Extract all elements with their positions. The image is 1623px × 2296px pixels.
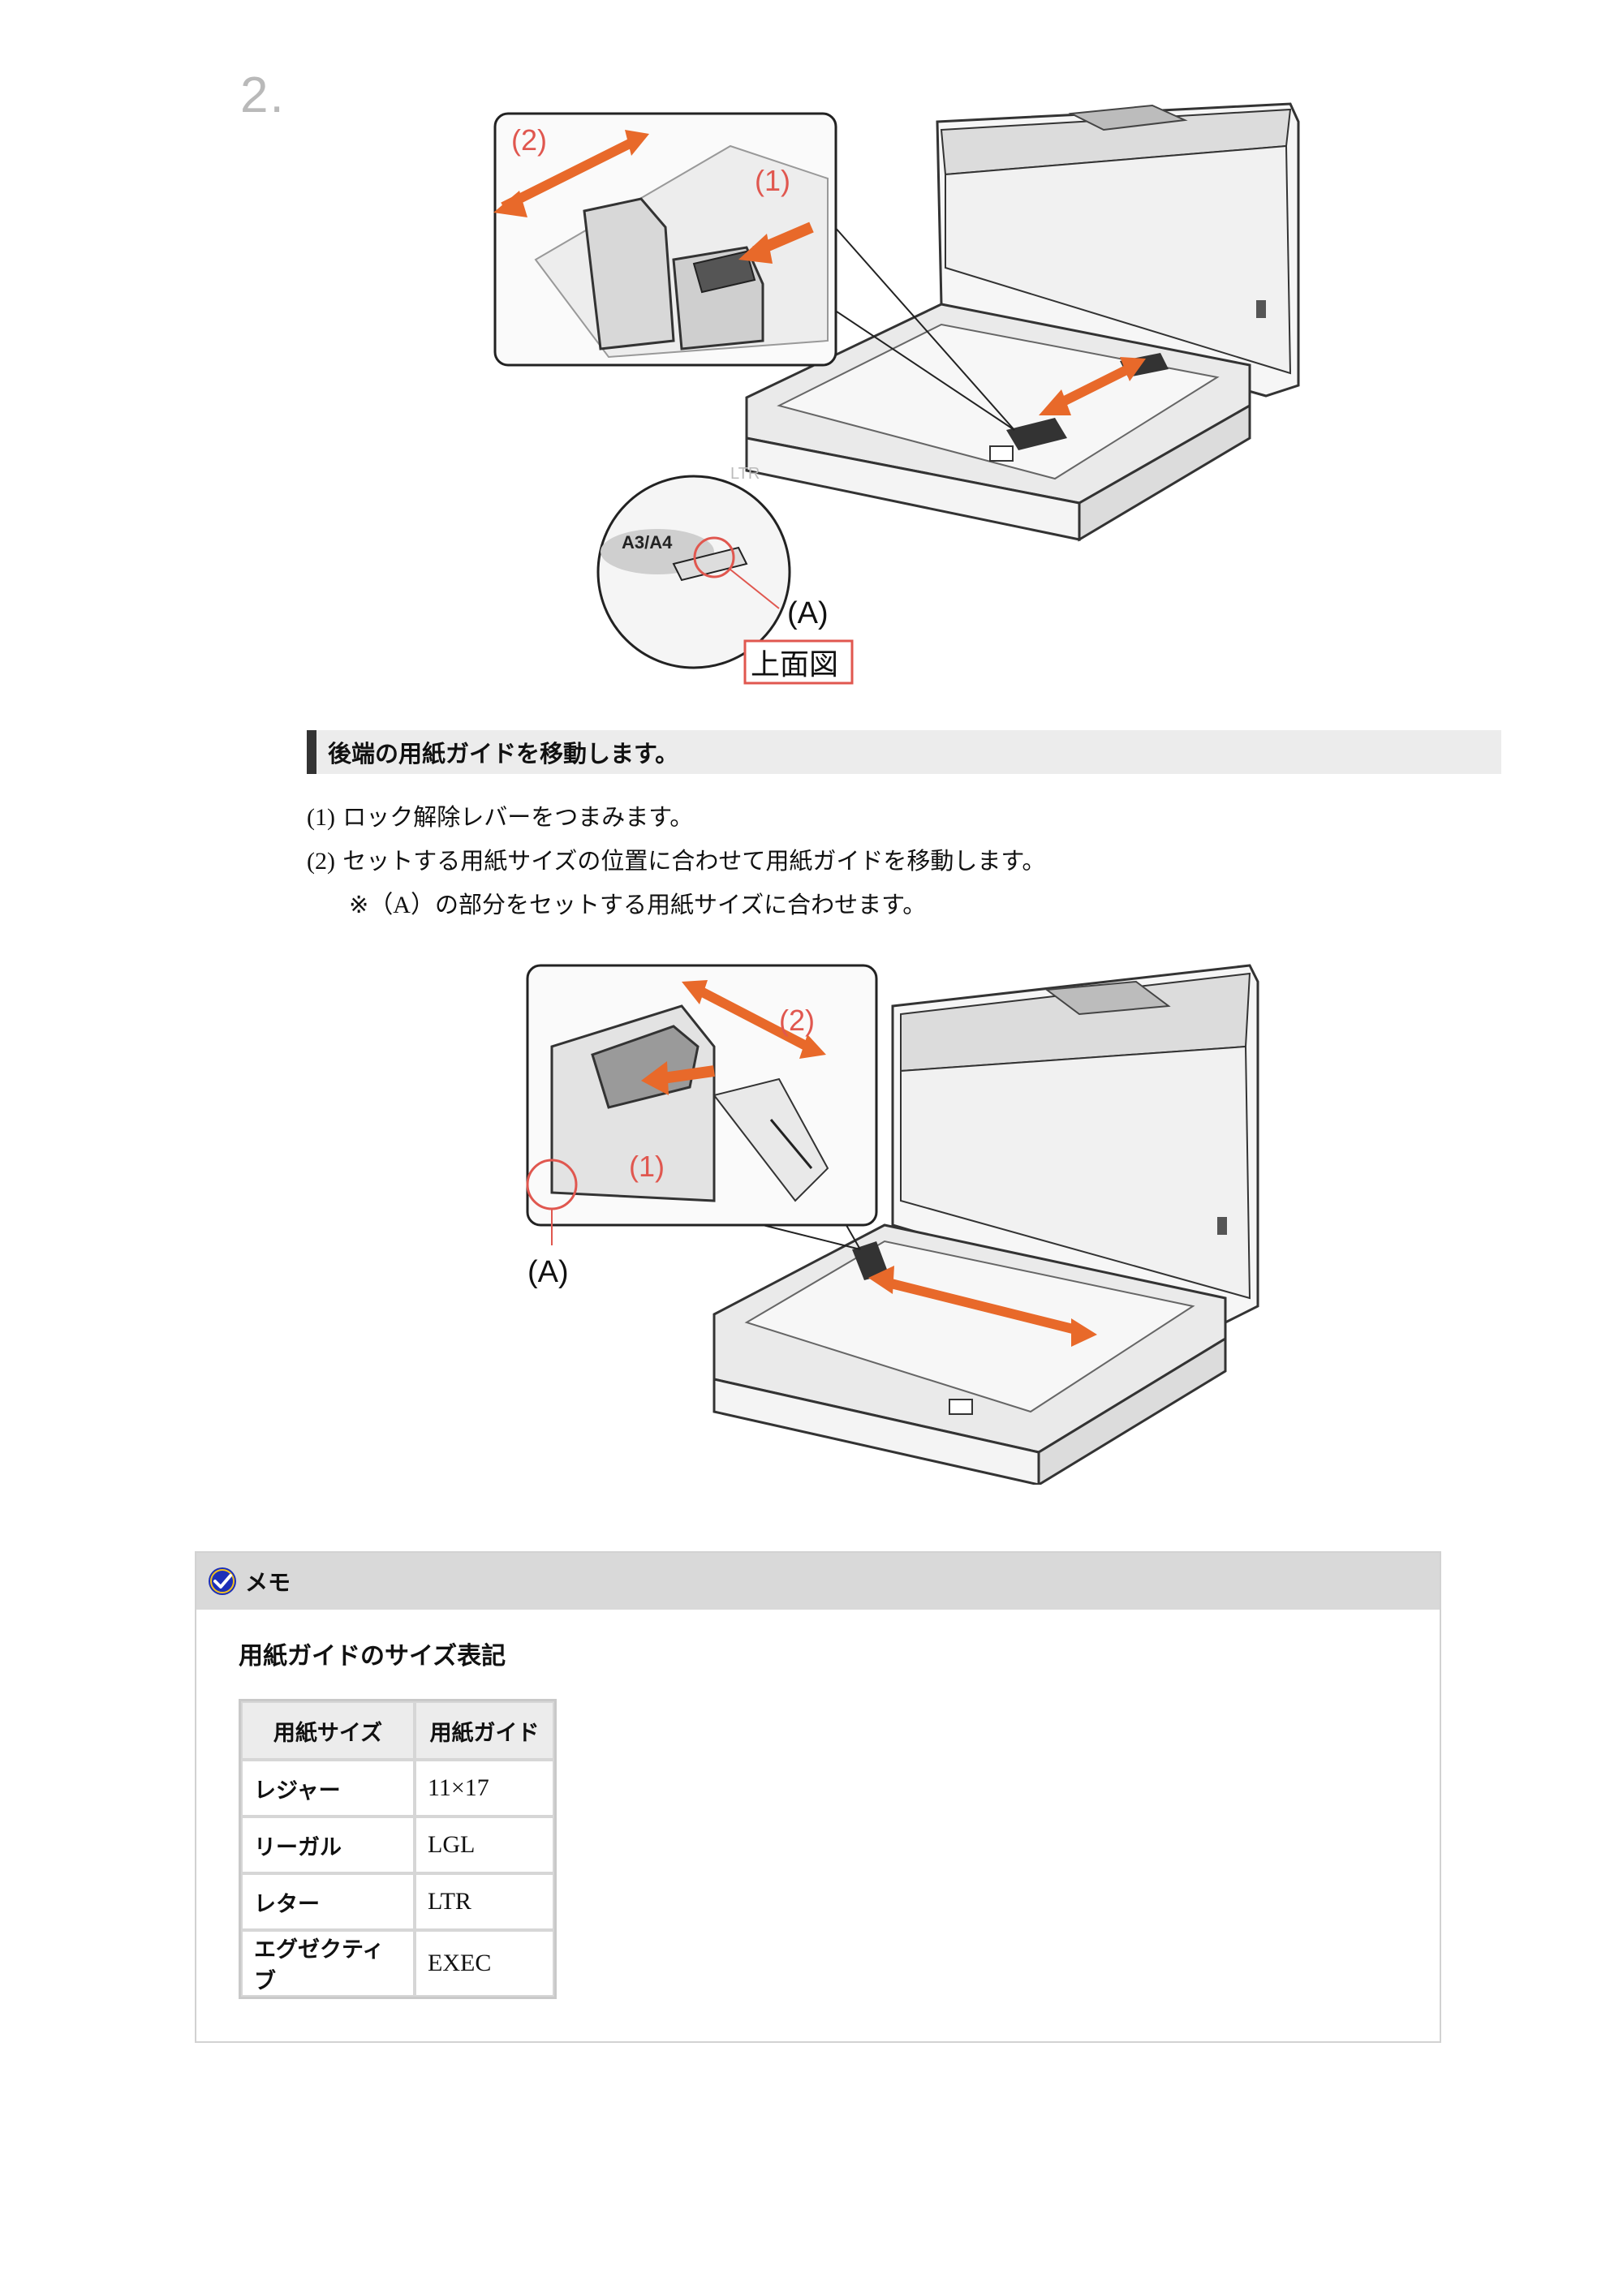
instruction-number: (2): [307, 848, 335, 875]
figure-rear-guide-angled: (2) (1) (A): [526, 964, 1259, 1485]
instruction-text: セットする用紙サイズの位置に合わせて用紙ガイドを移動します。: [342, 847, 1046, 875]
note-number: （A）: [368, 892, 435, 918]
instruction-number: (1): [307, 804, 335, 831]
size-notation-table: 用紙サイズ 用紙ガイド レジャー 11×17 リーガル LGL レター LTR …: [239, 1699, 557, 1999]
instruction-step-2: (2) セットする用紙サイズの位置に合わせて用紙ガイドを移動します。: [307, 839, 1045, 884]
table-cell: エグゼクティブ: [241, 1930, 415, 1997]
top-view-caption: 上面図: [751, 648, 838, 681]
table-cell: レター: [241, 1873, 415, 1930]
figure1-label-2: (2): [511, 123, 547, 157]
figure2-label-1: (1): [629, 1150, 665, 1183]
table-row: エグゼクティブ EXEC: [241, 1930, 554, 1997]
table-header: 用紙ガイド: [415, 1701, 554, 1760]
table-cell: LTR: [415, 1873, 554, 1930]
figure-rear-guide-top: (2) (1) A3/A4 LTR (A) 上面図: [493, 102, 1300, 685]
paper-tray-illustration-2: [712, 1223, 1227, 1485]
memo-title: 用紙ガイドのサイズ表記: [239, 1642, 506, 1670]
memo-label: メモ: [245, 1569, 291, 1596]
table-cell: リーガル: [241, 1817, 415, 1873]
printer-body-illustration-2: [891, 964, 1259, 1324]
memo-box: メモ 用紙ガイドのサイズ表記 用紙サイズ 用紙ガイド レジャー 11×17 リー…: [195, 1551, 1441, 2043]
section-heading-text: 後端の用紙ガイドを移動します。: [328, 740, 679, 767]
memo-header: メモ: [196, 1553, 1440, 1610]
figure1-label-a: (A): [787, 596, 829, 630]
step-number: 2.: [240, 67, 286, 123]
guide-slide-arrow: [868, 1266, 1097, 1347]
figure1-label-1: (1): [755, 164, 790, 197]
inset-lever-detail: [493, 112, 1015, 431]
section-heading: 後端の用紙ガイドを移動します。: [307, 730, 1501, 774]
tray-slide-arrow: [1039, 357, 1146, 415]
heading-marker: [307, 730, 316, 774]
table-row: レター LTR: [241, 1873, 554, 1930]
instruction-step-1: (1) ロック解除レバーをつまみます。: [307, 795, 693, 840]
figure2-label-a: (A): [527, 1255, 569, 1289]
table-cell: 11×17: [415, 1760, 554, 1817]
table-cell: レジャー: [241, 1760, 415, 1817]
figure2-label-2: (2): [779, 1004, 815, 1037]
check-icon: [209, 1567, 236, 1595]
magnified-scale-detail: A3/A4 LTR: [596, 465, 791, 669]
table-header: 用紙サイズ: [241, 1701, 415, 1760]
table-cell: LGL: [415, 1817, 554, 1873]
instruction-text: ロック解除レバーをつまみます。: [342, 803, 694, 831]
scale-mark-ltr: LTR: [730, 465, 760, 483]
instruction-note: ※（A）の部分をセットする用紙サイズに合わせます。: [349, 883, 926, 927]
note-text: の部分をセットする用紙サイズに合わせます。: [434, 891, 927, 918]
table-row: レジャー 11×17: [241, 1760, 554, 1817]
table-cell: EXEC: [415, 1930, 554, 1997]
table-header-row: 用紙サイズ 用紙ガイド: [241, 1701, 554, 1760]
paper-tray-illustration: [745, 303, 1251, 542]
note-mark: ※: [349, 891, 369, 918]
table-row: リーガル LGL: [241, 1817, 554, 1873]
scale-mark-a3a4: A3/A4: [622, 532, 673, 553]
inset-lever-detail-2: [526, 964, 878, 1250]
